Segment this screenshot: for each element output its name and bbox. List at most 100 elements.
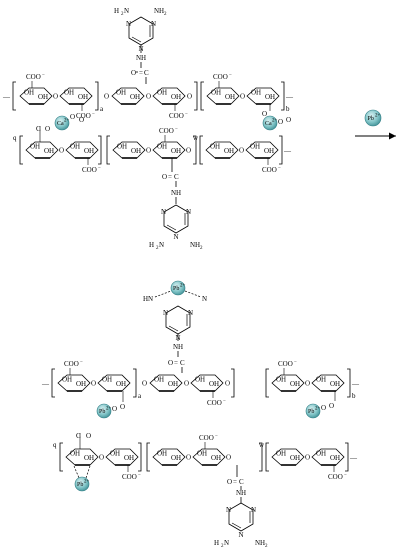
hydroxyl-label: OH xyxy=(251,89,261,97)
amine-label: H xyxy=(114,7,119,15)
amine-label: H xyxy=(214,539,219,547)
ring-nitrogen: N xyxy=(163,309,168,317)
ion-charge: 2+ xyxy=(272,119,278,124)
hydroxyl-label: OH xyxy=(157,450,167,458)
repeat-subscript: a xyxy=(138,392,142,400)
hydroxyl-label: OH xyxy=(131,147,141,155)
carboxylate-o: O xyxy=(112,405,117,413)
carboxylate-label: COO xyxy=(278,360,293,368)
ring-nitrogen: N xyxy=(188,309,193,317)
glycosidic-oxygen: O xyxy=(104,93,109,101)
glycosidic-oxygen: O xyxy=(187,93,192,101)
ring-nitrogen: N xyxy=(226,506,231,514)
hydroxyl-label: OH xyxy=(62,376,72,384)
carboxylate-o: O xyxy=(321,404,326,412)
repeat-bracket xyxy=(146,442,150,472)
amine-label: NH xyxy=(255,539,265,547)
glycosidic-oxygen: O xyxy=(59,147,64,155)
negative-charge: − xyxy=(175,127,178,132)
subscript: 2 xyxy=(221,544,224,549)
hydroxyl-label: OH xyxy=(171,147,181,155)
carbonyl-c: C xyxy=(174,173,179,181)
repeat-subscript: b xyxy=(286,105,290,113)
amide-nh: NH xyxy=(173,343,183,351)
double-bond: = xyxy=(168,173,172,181)
negative-charge: − xyxy=(98,166,101,171)
glycosidic-oxygen: O xyxy=(53,93,58,101)
carboxylate-label: COO xyxy=(82,166,97,174)
ion-symbol: Pb xyxy=(99,409,105,415)
repeat-subscript: b xyxy=(352,392,356,400)
ring-nitrogen: N xyxy=(239,531,244,539)
svg-text:Pb: Pb xyxy=(368,116,374,122)
ion-charge: 2+ xyxy=(315,407,321,412)
ion-charge: 2+ xyxy=(106,407,112,412)
amide-nh: NH xyxy=(236,489,246,497)
hydroxyl-label: OH xyxy=(171,93,181,101)
double-bond: = xyxy=(174,359,178,367)
hydroxyl-label: OH xyxy=(116,380,126,388)
glycosidic-oxygen: O xyxy=(184,380,189,388)
hydroxyl-label: OH xyxy=(316,450,326,458)
repeat-bracket xyxy=(133,368,137,398)
amine-label: H xyxy=(149,241,154,249)
hydroxyl-label: OH xyxy=(102,376,112,384)
carboxylate-label: COO xyxy=(262,166,277,174)
carboxylate-label: COO xyxy=(199,434,214,442)
hydroxyl-label: OH xyxy=(168,380,178,388)
carboxylate-label: COO xyxy=(26,73,41,81)
carbonyl-c: C xyxy=(239,478,244,486)
repeat-subscript: q xyxy=(53,441,57,449)
carboxylate-o: O xyxy=(70,113,75,121)
glycosidic-oxygen: O xyxy=(146,93,151,101)
hydroxyl-label: OH xyxy=(211,89,221,97)
reactant-structure: NNNH2NNH2NHO=C—OHOHCOO−OOHOHCOO−aOOHOHOO… xyxy=(2,7,294,251)
ion-symbol: Pb xyxy=(308,409,314,415)
double-bond: = xyxy=(233,478,237,486)
hydroxyl-label: OH xyxy=(224,147,234,155)
ring-nitrogen: N xyxy=(161,208,166,216)
hydroxyl-label: OH xyxy=(154,376,164,384)
repeat-bracket xyxy=(12,81,16,111)
hydroxyl-label: OH xyxy=(290,380,300,388)
hydroxyl-label: OH xyxy=(124,454,134,462)
glycosidic-oxygen: O xyxy=(91,380,96,388)
repeat-subscript: q xyxy=(13,134,17,142)
repeat-bracket xyxy=(59,442,63,472)
amine-label: N xyxy=(124,7,129,15)
pyranose-ring: OH OH xyxy=(97,374,131,392)
carboxylate-label: COO xyxy=(122,473,137,481)
chain-end: — xyxy=(41,380,50,388)
hydroxyl-label: OH xyxy=(84,454,94,462)
carboxylate-o: O xyxy=(120,403,125,411)
negative-charge: − xyxy=(92,112,95,117)
ring-nitrogen: N xyxy=(126,20,131,28)
hydroxyl-label: OH xyxy=(78,93,88,101)
carboxylate-o: O xyxy=(329,402,334,410)
amide-nh: NH xyxy=(171,189,181,197)
carboxyl-o: O xyxy=(45,125,50,133)
glycosidic-oxygen: O xyxy=(146,147,151,155)
carbonyl-o: O xyxy=(168,359,173,367)
amine-label: HN xyxy=(143,295,153,303)
ion-charge: 2+ xyxy=(84,480,90,485)
glycosidic-oxygen: O xyxy=(305,380,310,388)
repeat-subscript: w xyxy=(259,441,265,449)
ring-nitrogen: N xyxy=(251,506,256,514)
hydroxyl-label: OH xyxy=(157,143,167,151)
hydroxyl-label: OH xyxy=(330,454,340,462)
